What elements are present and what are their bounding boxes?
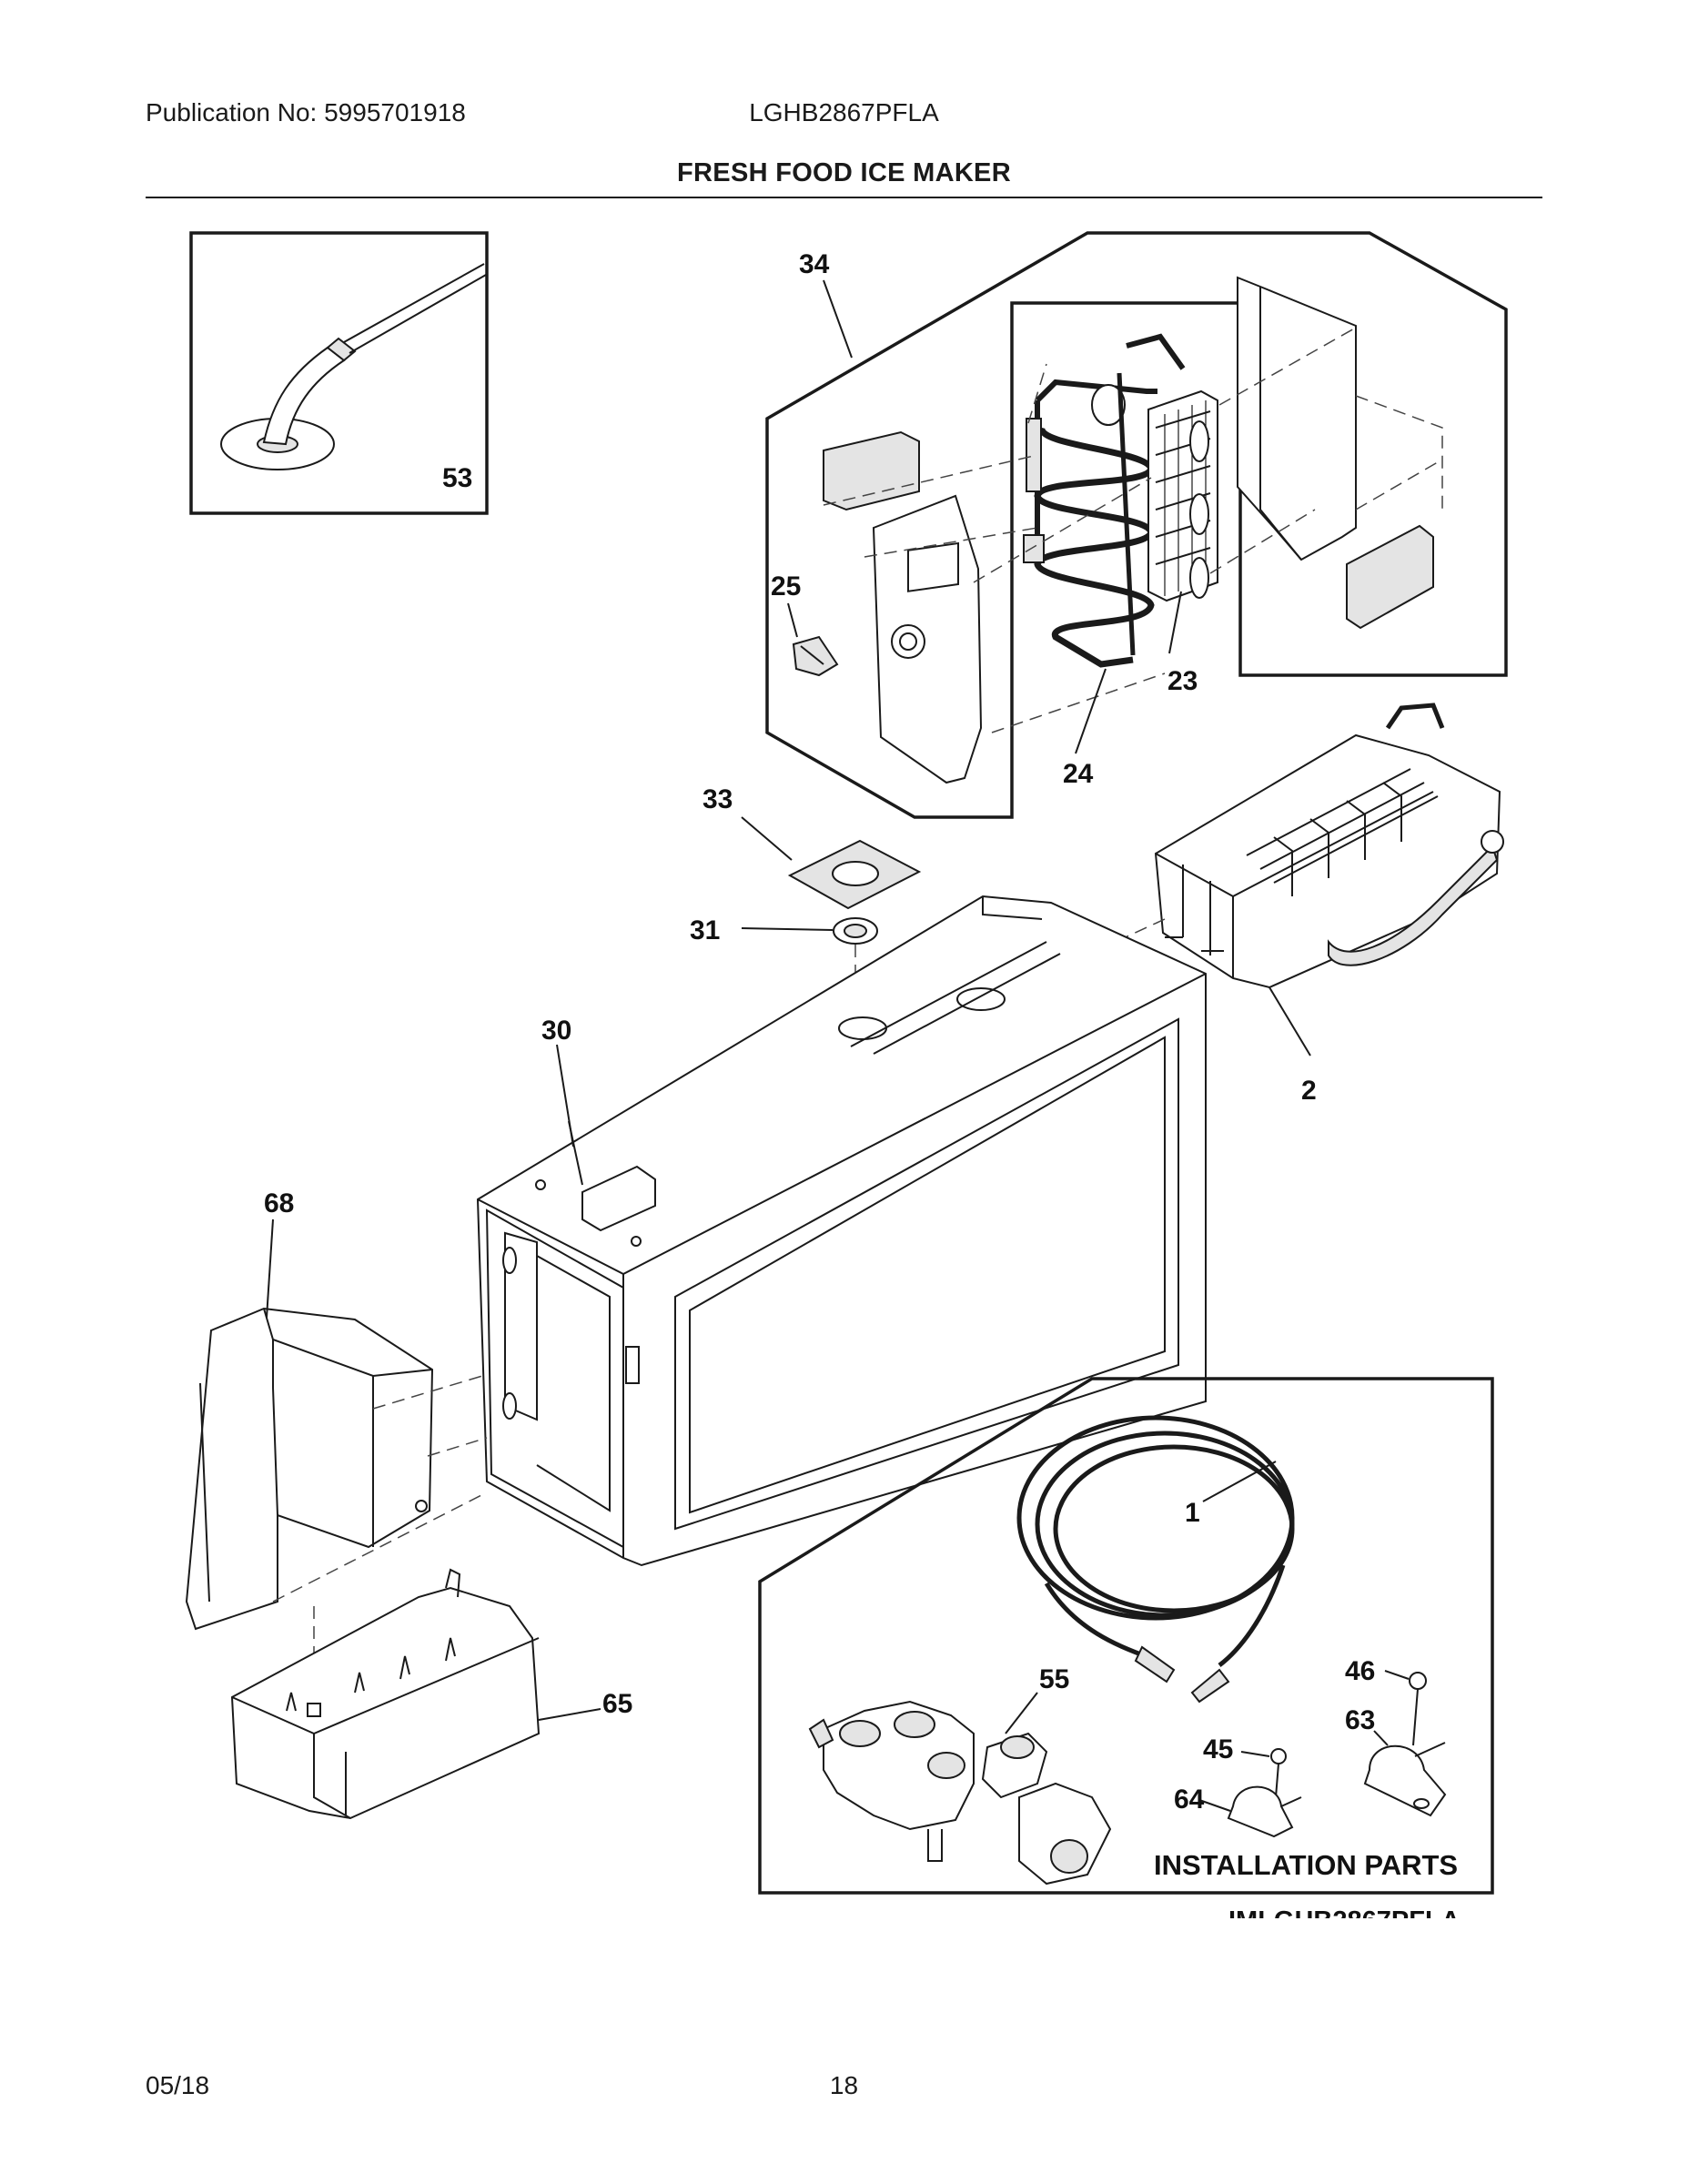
callout-34: 34 [799,249,830,279]
header-rule [146,197,1542,198]
clamp-64: 64 [1174,1785,1302,1838]
image-id-clip: IMLGHB2867PFLA [1228,1906,1461,1936]
inset-53-box: 53 [189,231,489,515]
callout-24: 24 [1063,759,1094,789]
callout-45: 45 [1203,1734,1233,1764]
callout-65: 65 [602,1689,632,1719]
gasket-33: 33 [702,784,922,910]
callout-23: 23 [1167,666,1198,696]
model-number: LGHB2867PFLA [749,98,939,126]
callout-55: 55 [1039,1664,1069,1694]
callout-64: 64 [1174,1785,1205,1815]
installation-parts-label: INSTALLATION PARTS [1154,1849,1458,1881]
image-id: IMLGHB2867PFLA [1228,1906,1461,1936]
water-tube-1: 1 [1016,1415,1295,1704]
grommet-31: 31 [690,915,878,1046]
cover-68: 68 [185,1188,488,1720]
callout-33: 33 [702,784,733,814]
screw-46: 46 [1345,1656,1427,1746]
page-title: FRESH FOOD ICE MAKER [677,158,1011,187]
ice-bin-housing-30: 30 [476,895,1207,1567]
screw-45: 45 [1203,1734,1287,1798]
ice-maker-2: 2 [1046,703,1504,1106]
water-valve-55: 55 [808,1664,1112,1886]
callout-53: 53 [442,463,472,493]
clamp-63: 63 [1345,1705,1447,1817]
footer-date: 05/18 [146,2071,210,2099]
fin-assembly-23 [1147,389,1218,602]
callout-25: 25 [771,571,801,602]
page-number: 18 [829,2071,859,2099]
tray-65: 65 [230,1568,632,1820]
callout-30: 30 [541,1016,571,1046]
callout-63: 63 [1345,1705,1375,1735]
callout-31: 31 [690,915,720,945]
callout-1: 1 [1185,1498,1200,1528]
publication-number: Publication No: 5995701918 [146,98,466,126]
callout-68: 68 [264,1188,294,1218]
callout-46: 46 [1345,1656,1375,1686]
callout-2: 2 [1301,1076,1317,1106]
evaporator-assembly-34: 34 25 23 24 [765,231,1508,819]
installation-parts-box: 1 55 46 45 [758,1377,1494,1895]
